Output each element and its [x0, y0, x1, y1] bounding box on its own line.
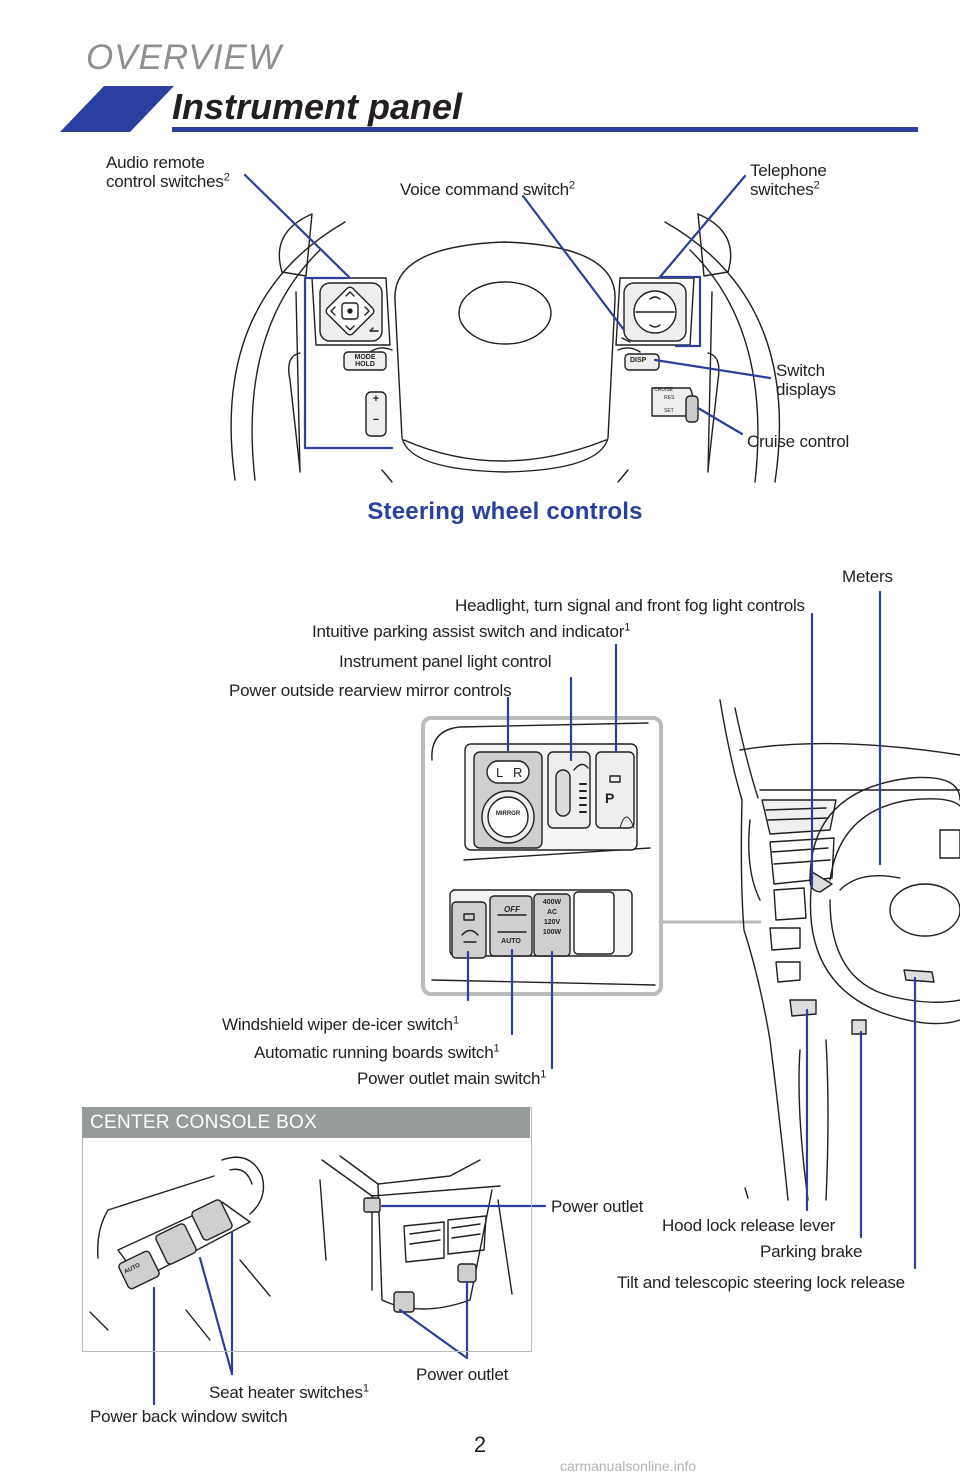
- hold-text: HOLD: [355, 361, 375, 368]
- label-cruise-control: Cruise control: [747, 432, 850, 451]
- label-audio-remote: Audio remote control switches2: [106, 153, 230, 191]
- cruise-lever[interactable]: CRUISE RES SET: [654, 386, 674, 415]
- center-console-illustration: [89, 1155, 547, 1406]
- w100-text: 100W: [542, 929, 562, 936]
- label-running-boards-sup: 1: [493, 1042, 500, 1055]
- label-switch-displays: Switch displays: [776, 361, 836, 399]
- label-telephone-line1: Telephone: [750, 161, 827, 180]
- label-voice-text: Voice command switch: [400, 180, 569, 199]
- label-panel-light: Instrument panel light control: [339, 652, 552, 671]
- res-text: RES: [664, 395, 675, 401]
- watermark: carmanualsonline.info: [560, 1458, 697, 1474]
- label-audio-line1: Audio remote: [106, 153, 205, 172]
- console-heading: CENTER CONSOLE BOX: [82, 1107, 530, 1138]
- telephone-switch-pad: [621, 282, 699, 423]
- volume-minus: −: [372, 414, 380, 426]
- label-audio-sup: 2: [223, 171, 230, 184]
- mode-hold-button[interactable]: MODE HOLD: [350, 354, 380, 368]
- label-seat-heater: Seat heater switches1: [209, 1383, 369, 1402]
- mirror-r-button[interactable]: R: [513, 765, 523, 780]
- set-text: SET: [664, 408, 674, 414]
- label-seat-heater-text: Seat heater switches: [209, 1383, 363, 1402]
- label-headlight: Headlight, turn signal and front fog lig…: [455, 596, 805, 615]
- label-deicer-text: Windshield wiper de-icer switch: [222, 1015, 453, 1034]
- cruise-text: CRUISE: [654, 387, 673, 393]
- running-boards-off[interactable]: OFF: [504, 905, 520, 914]
- label-deicer: Windshield wiper de-icer switch1: [222, 1015, 459, 1034]
- label-ipa-sup: 1: [624, 621, 631, 634]
- label-telephone: Telephone switches2: [750, 161, 827, 199]
- label-mirror: Power outside rearview mirror controls: [229, 681, 512, 700]
- label-ipa: Intuitive parking assist switch and indi…: [312, 622, 630, 641]
- title-band: [60, 86, 918, 132]
- w400-text: 400W: [542, 899, 562, 906]
- label-telephone-line2: switches: [750, 180, 814, 199]
- page-title: Instrument panel: [172, 86, 463, 127]
- disp-button[interactable]: DISP: [630, 357, 647, 364]
- label-switch-line1: Switch: [776, 361, 825, 380]
- label-power-outlet-bottom: Power outlet: [416, 1365, 509, 1384]
- label-meters: Meters: [842, 567, 893, 586]
- switch-panel-callout: [421, 643, 762, 1070]
- label-telephone-sup: 2: [813, 179, 820, 192]
- label-running-boards: Automatic running boards switch1: [254, 1042, 500, 1062]
- ipa-switch[interactable]: P: [605, 790, 615, 806]
- label-outlet-main-sup: 1: [540, 1068, 547, 1081]
- ac-text: AC: [546, 909, 558, 916]
- label-deicer-sup: 1: [452, 1014, 459, 1027]
- volume-plus: +: [372, 393, 380, 405]
- volume-switch[interactable]: + −: [370, 393, 382, 427]
- steering-wheel-illustration: [230, 213, 781, 483]
- label-voice-command: Voice command switch2: [400, 180, 575, 199]
- label-outlet-main: Power outlet main switch1: [357, 1069, 546, 1088]
- mode-text: MODE: [354, 354, 376, 361]
- label-seat-heater-sup: 1: [362, 1382, 369, 1395]
- label-hood-lock: Hood lock release lever: [662, 1216, 836, 1235]
- label-ipa-text: Intuitive parking assist switch and indi…: [312, 622, 625, 641]
- mirror-l-button[interactable]: L: [496, 765, 504, 780]
- label-tilt-telescopic: Tilt and telescopic steering lock releas…: [617, 1273, 905, 1292]
- v120-text: 120V: [543, 919, 561, 926]
- driver-dashboard-illustration: [719, 590, 960, 1270]
- section-kicker: OVERVIEW: [86, 38, 283, 77]
- label-outlet-main-text: Power outlet main switch: [357, 1069, 541, 1088]
- label-voice-sup: 2: [568, 179, 575, 192]
- steering-caption: Steering wheel controls: [367, 498, 643, 525]
- page-number: 2: [473, 1432, 487, 1457]
- console-box-frame: [82, 1107, 532, 1352]
- label-running-boards-text: Automatic running boards switch: [254, 1043, 494, 1062]
- running-boards-auto[interactable]: AUTO: [501, 938, 521, 945]
- audio-switch-pad: [319, 282, 387, 437]
- power-outlet-main-switch[interactable]: 400W AC 120V 100W: [535, 898, 569, 938]
- label-back-window: Power back window switch: [90, 1407, 288, 1426]
- label-parking-brake: Parking brake: [760, 1242, 863, 1261]
- label-power-outlet-top: Power outlet: [551, 1197, 644, 1216]
- label-audio-line2: control switches: [106, 172, 224, 191]
- mirror-pad[interactable]: MIRROR: [495, 811, 521, 817]
- label-switch-line2: displays: [776, 380, 836, 399]
